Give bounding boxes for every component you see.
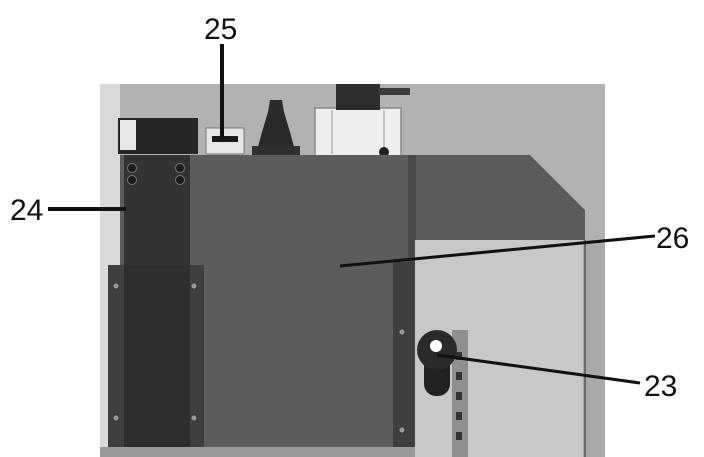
- callout-24: 24: [10, 194, 43, 227]
- cylinder-arm: [378, 88, 410, 95]
- block-screw: [127, 175, 137, 185]
- cylinder-block: [314, 107, 402, 157]
- block-screw: [175, 175, 185, 185]
- cylinder-top: [336, 84, 380, 110]
- rail-slot: [456, 432, 462, 440]
- cylinder-bolt: [379, 147, 389, 157]
- base-strip: [100, 447, 415, 457]
- callout-26: 26: [656, 222, 689, 255]
- bracket-highlight: [120, 120, 136, 150]
- rail-slot: [456, 352, 462, 360]
- block-screw: [175, 163, 185, 173]
- callout-25: 25: [204, 13, 237, 46]
- lower-block: [124, 265, 190, 447]
- cylinder-cap: [212, 136, 238, 142]
- plate-screw: [113, 283, 119, 289]
- block-screw: [127, 163, 137, 173]
- plate-screw: [399, 329, 405, 335]
- window-right-edge: [583, 240, 605, 457]
- roller-highlight: [430, 340, 442, 352]
- plate-screw: [191, 283, 197, 289]
- rail-slot: [456, 392, 462, 400]
- plate-screw: [399, 427, 405, 433]
- rail-slot: [456, 412, 462, 420]
- side-plate: [393, 262, 415, 457]
- callout-23: 23: [644, 370, 677, 403]
- main-body: [120, 155, 585, 457]
- knob-base: [252, 146, 300, 156]
- rail-slot: [456, 372, 462, 380]
- leader-line-26: [339, 234, 656, 268]
- toggle-knob: [256, 100, 296, 154]
- plate-screw: [191, 415, 197, 421]
- plate-screw: [113, 415, 119, 421]
- leader-line-23: [436, 353, 641, 385]
- upper-block: [124, 155, 190, 265]
